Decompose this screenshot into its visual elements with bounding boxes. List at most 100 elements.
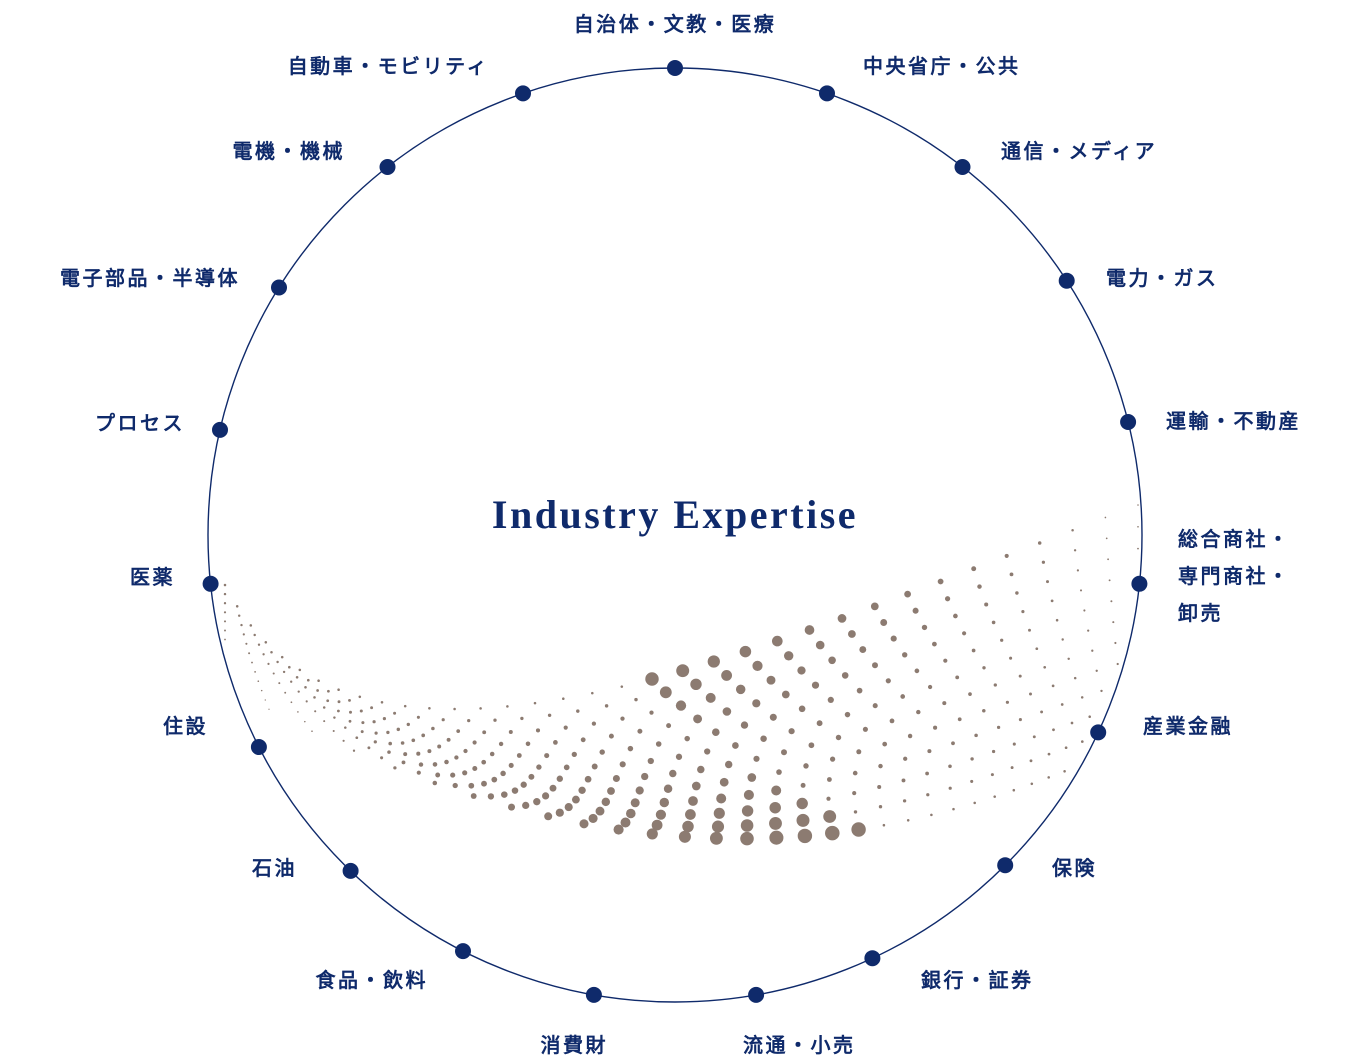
wave-dot [588, 813, 598, 823]
industry-label[interactable]: 医薬 [130, 565, 175, 589]
wave-dot [591, 763, 598, 770]
industry-label[interactable]: 通信・メディア [1001, 139, 1157, 163]
wave-dot [798, 705, 806, 713]
wave-dot [669, 769, 677, 778]
industry-node[interactable] [271, 279, 287, 296]
industry-node[interactable] [819, 85, 835, 102]
wave-dot [372, 720, 376, 724]
industry-label[interactable]: 石油 [251, 856, 297, 880]
wave-dot [416, 715, 420, 719]
industry-node[interactable] [997, 857, 1014, 874]
industry-nodes [202, 60, 1148, 1003]
industry-label[interactable]: 保険 [1051, 856, 1097, 880]
wave-dot [769, 830, 784, 845]
wave-dot [1076, 569, 1080, 572]
wave-dot [659, 797, 670, 808]
industry-label[interactable]: 消費財 [541, 1033, 609, 1057]
wave-dot [970, 779, 974, 783]
wave-dot [1114, 641, 1117, 645]
wave-dot [837, 614, 847, 623]
wave-dot [921, 624, 928, 631]
wave-dot [428, 707, 431, 710]
wave-dot [604, 704, 609, 708]
wave-dot [1073, 676, 1077, 680]
industry-label[interactable]: 食品・飲料 [316, 968, 429, 992]
wave-dot [769, 801, 781, 814]
industry-node[interactable] [667, 60, 683, 76]
wave-dot [1080, 740, 1084, 743]
wave-dot [740, 721, 749, 729]
wave-dot [1041, 560, 1046, 564]
industry-node[interactable] [515, 85, 531, 102]
industry-node[interactable] [1120, 414, 1137, 430]
industry-label[interactable]: プロセス [95, 411, 185, 435]
wave-dot [659, 686, 672, 699]
wave-dot [627, 745, 634, 752]
industry-node[interactable] [864, 950, 881, 967]
wave-dot [435, 772, 441, 778]
industry-node[interactable] [455, 943, 471, 960]
industry-node[interactable] [342, 862, 359, 879]
wave-dot [927, 749, 932, 754]
industry-label[interactable]: 総合商社・ [1178, 527, 1291, 551]
industry-labels: 自治体・文教・医療中央省庁・公共通信・メディア電力・ガス運輸・不動産総合商社・専… [60, 12, 1301, 1057]
industry-label[interactable]: 電力・ガス [1106, 266, 1219, 290]
industry-node[interactable] [748, 986, 765, 1003]
wave-dot [682, 820, 694, 833]
wave-dot [753, 755, 760, 762]
wave-dot [704, 748, 711, 755]
wave-dot [367, 746, 371, 750]
industry-node[interactable] [585, 986, 602, 1003]
industry-label[interactable]: 専門商社・ [1178, 564, 1291, 588]
wave-dot [1079, 589, 1083, 592]
wave-dot [393, 711, 397, 715]
wave-dot [290, 680, 293, 683]
industry-node[interactable] [1090, 724, 1107, 741]
industry-label[interactable]: 自動車・モビリティ [288, 54, 489, 78]
industry-node[interactable] [379, 159, 396, 175]
wave-dot [882, 823, 886, 827]
industry-label[interactable]: 産業金融 [1143, 714, 1233, 738]
wave-dot [516, 753, 522, 758]
industry-label[interactable]: 卸売 [1178, 601, 1223, 625]
wave-dot [1070, 721, 1074, 725]
industry-label[interactable]: 中央省庁・公共 [863, 54, 1021, 78]
wave-dot [544, 812, 553, 821]
wave-dot [914, 668, 920, 674]
wave-dot [352, 749, 356, 752]
wave-dot [739, 645, 752, 658]
industry-node[interactable] [1131, 575, 1148, 592]
wave-dot [358, 695, 362, 699]
industry-label[interactable]: 住設 [163, 714, 208, 738]
wave-dot [500, 770, 506, 777]
industry-label[interactable]: 流通・小売 [743, 1033, 856, 1057]
industry-node[interactable] [1058, 272, 1075, 289]
industry-node[interactable] [212, 421, 228, 438]
wave-dot [288, 665, 291, 669]
industry-label[interactable]: 自治体・文教・医療 [574, 12, 777, 36]
wave-dot [601, 797, 611, 807]
wave-dot [1037, 541, 1042, 545]
industry-label[interactable]: 電機・機械 [233, 139, 346, 163]
wave-dot [693, 714, 703, 724]
wave-dot [553, 740, 558, 745]
wave-dot [889, 718, 895, 724]
wave-dot [882, 741, 888, 747]
wave-dot [467, 718, 471, 723]
wave-dot [1080, 696, 1084, 699]
wave-dot [374, 731, 378, 735]
wave-dot [716, 793, 727, 804]
industry-label[interactable]: 銀行・証券 [921, 968, 1034, 992]
wave-dot [743, 789, 754, 800]
industry-label[interactable]: 電子部品・半導体 [60, 266, 240, 290]
industry-node[interactable] [954, 159, 971, 175]
industry-node[interactable] [250, 739, 267, 755]
wave-dot [1004, 553, 1009, 558]
industry-node[interactable] [202, 575, 219, 592]
industry-label[interactable]: 運輸・不動産 [1166, 409, 1301, 433]
wave-dot [536, 764, 542, 770]
wave-dot [276, 660, 279, 664]
wave-dot [815, 640, 825, 650]
wave-dot [337, 688, 340, 691]
wave-dot [828, 656, 836, 665]
